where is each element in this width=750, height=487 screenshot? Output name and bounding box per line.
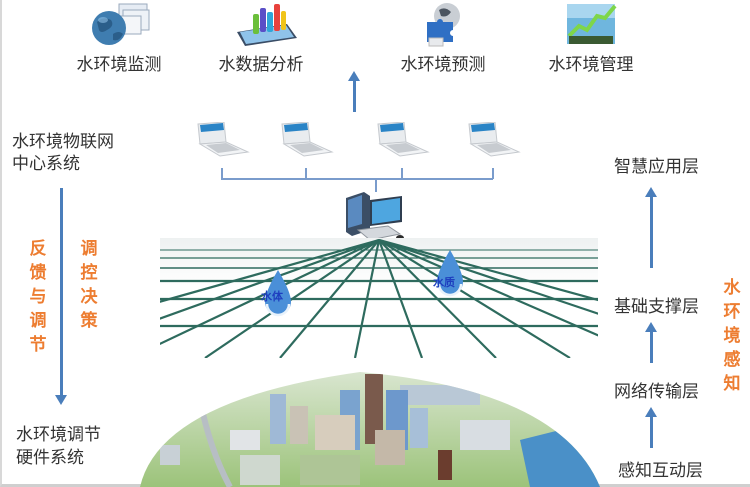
arrow-up-layer-1: [645, 407, 657, 448]
network-server-line: [375, 178, 377, 192]
app-label: 水环境预测: [400, 55, 486, 75]
desktop-computer-icon: [344, 190, 406, 242]
laptop-icon: [280, 121, 334, 166]
app-label: 水数据分析: [218, 55, 304, 75]
perspective-grid: [160, 238, 598, 358]
network-drop-line: [221, 168, 223, 179]
laptop-icon: [467, 121, 521, 166]
water-environment-perception-label: 水环境感知: [723, 278, 741, 394]
app-water-management: 水环境管理: [536, 2, 646, 75]
iot-center-line1: 水环境物联网: [12, 132, 114, 152]
iot-center-system-label: 水环境物联网 中心系统: [12, 131, 114, 175]
network-bus-line: [221, 178, 493, 180]
arrow-down-feedback: [55, 188, 67, 405]
layer-basic-support: 基础支撑层: [614, 297, 699, 317]
globe-monitor-icon: [89, 2, 150, 46]
app-water-prediction: 水环境预测: [388, 2, 498, 75]
water-body-sensor-drop-icon: [261, 270, 295, 317]
city-illustration: [140, 360, 600, 487]
feedback-regulation-label: 反馈与调节: [29, 239, 47, 355]
laptop-icon: [196, 121, 250, 166]
app-water-monitoring: 水环境监测: [64, 2, 174, 75]
network-drop-line: [492, 168, 494, 179]
growth-chart-icon: [561, 2, 621, 46]
app-label: 水环境监测: [76, 55, 162, 75]
water-quality-sensor-drop-icon: [433, 250, 467, 297]
water-body-label: 水体: [261, 290, 283, 303]
layer-smart-application: 智慧应用层: [614, 157, 699, 177]
puzzle-globe-icon: [413, 2, 473, 47]
sensing-grid-plane: [160, 238, 598, 358]
iot-center-line2: 中心系统: [12, 154, 80, 174]
water-quality-label: 水质: [433, 276, 455, 289]
network-drop-line: [401, 168, 403, 179]
app-water-data-analysis: 水数据分析: [206, 2, 316, 75]
bar-chart-tablet-icon: [231, 2, 297, 46]
app-label: 水环境管理: [548, 55, 634, 75]
arrow-up-layer-3: [645, 187, 657, 268]
network-drop-line: [305, 168, 307, 179]
arrow-up-to-apps: [348, 71, 360, 112]
layer-perception-interaction: 感知互动层: [618, 461, 703, 481]
hardware-line1: 水环境调节: [16, 425, 101, 445]
hardware-line2: 硬件系统: [16, 448, 84, 468]
arrow-up-layer-2: [645, 322, 657, 363]
regulation-hardware-system-label: 水环境调节 硬件系统: [16, 424, 101, 470]
layer-network-transmission: 网络传输层: [614, 382, 699, 402]
laptop-icon: [376, 121, 430, 166]
control-decision-label: 调控决策: [80, 239, 98, 331]
